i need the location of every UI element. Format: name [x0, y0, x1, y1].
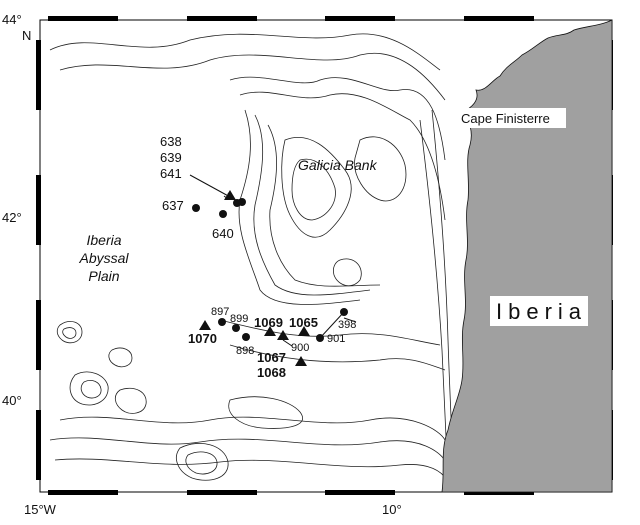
site-1067-marker — [277, 330, 289, 340]
north-label: N — [22, 28, 31, 43]
site-398-label: 398 — [338, 319, 356, 331]
cape-finisterre-label: Cape Finisterre — [461, 111, 550, 126]
site-641-marker — [238, 198, 246, 206]
site-899-marker — [232, 324, 240, 332]
iberia-label-box — [490, 296, 588, 326]
lat-42-label: 42° — [2, 210, 22, 225]
galicia-bank-label: Galicia Bank — [298, 157, 378, 173]
site-1070-label: 1070 — [188, 331, 217, 346]
site-900-label: 900 — [291, 342, 309, 354]
site-641-label: 641 — [160, 166, 182, 181]
cape-finisterre-box — [458, 108, 566, 128]
site-1070-marker — [199, 320, 211, 330]
site-markers-circles — [192, 198, 348, 342]
abyssal-plain-label-2: Abyssal — [78, 250, 129, 266]
site-640-label: 640 — [212, 226, 234, 241]
site-1069-marker — [264, 326, 276, 336]
site-1065-label: 1065 — [289, 315, 318, 330]
site-639-label: 639 — [160, 150, 182, 165]
site-640-marker — [219, 210, 227, 218]
site-897-marker — [218, 318, 226, 326]
site-1067-label: 1067 — [257, 350, 286, 365]
site-1068-label: 1068 — [257, 365, 286, 380]
lon-10-label: 10° — [382, 502, 402, 517]
site-637-marker — [192, 204, 200, 212]
site-898-marker — [242, 333, 250, 341]
site-897-label: 897 — [211, 306, 229, 318]
bathymetry-contours — [49, 33, 455, 481]
abyssal-plain-label-3: Plain — [88, 268, 119, 284]
site-638-label: 638 — [160, 134, 182, 149]
site-901-label: 901 — [327, 333, 345, 345]
iberia-landmass — [441, 19, 613, 493]
lon-15w-label: 15°W — [24, 502, 57, 517]
site-1068-marker — [295, 356, 307, 366]
site-898-label: 898 — [236, 345, 254, 357]
site-637-label: 637 — [162, 198, 184, 213]
lat-40-label: 40° — [2, 393, 22, 408]
lat-44-label: 44° — [2, 12, 22, 27]
site-1069-label: 1069 — [254, 315, 283, 330]
site-899-label: 899 — [230, 313, 248, 325]
abyssal-plain-label-1: Iberia — [86, 232, 121, 248]
iberia-label: Iberia — [496, 299, 587, 324]
site-1065-marker — [298, 326, 310, 336]
leader-lines — [189, 174, 357, 347]
